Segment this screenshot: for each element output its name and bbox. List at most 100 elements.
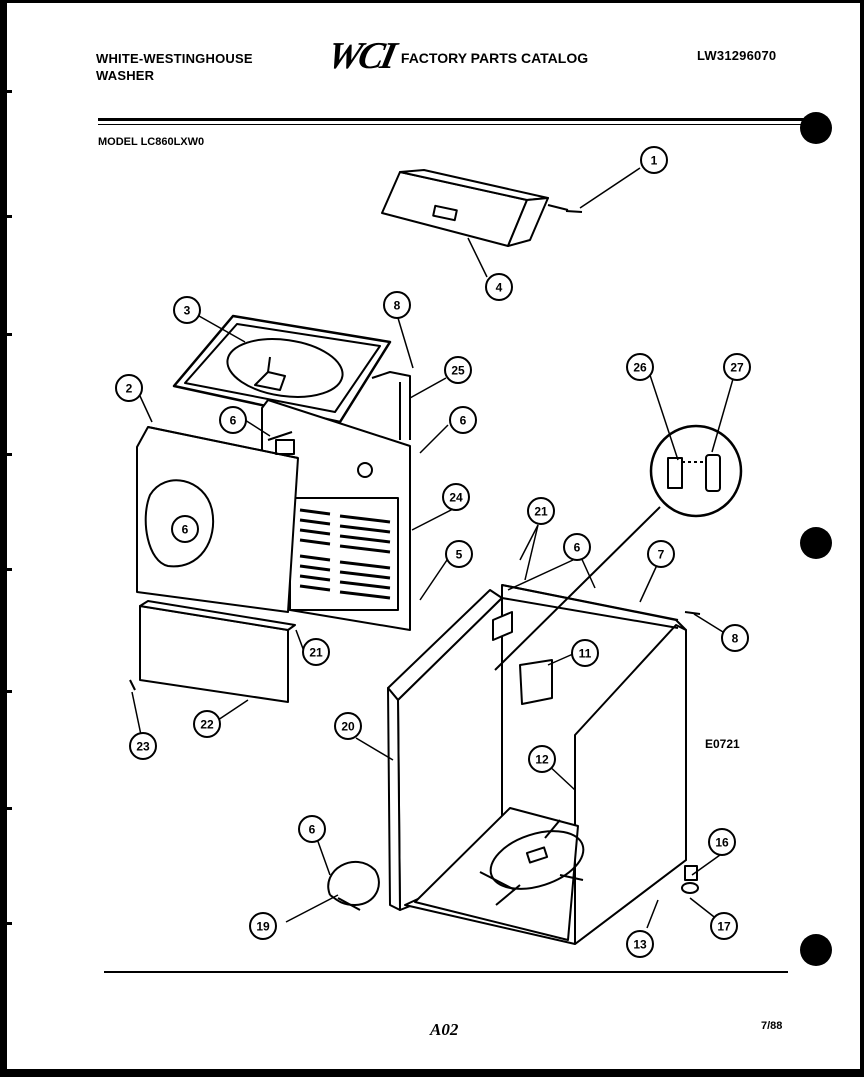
page-border-left [0, 0, 7, 1077]
callout-21: 21 [302, 638, 330, 666]
callout-circle [193, 710, 221, 738]
callout-6: 6 [449, 406, 477, 434]
callout-number: 19 [256, 920, 270, 934]
callout-circle [708, 828, 736, 856]
callout-number: 5 [456, 548, 463, 562]
callout-25: 25 [444, 356, 472, 384]
callout-16: 16 [708, 828, 736, 856]
callout-5: 5 [445, 540, 473, 568]
callout-1: 1 [640, 146, 668, 174]
callout-7: 7 [647, 540, 675, 568]
callout-number: 8 [394, 299, 401, 313]
callout-number: 11 [579, 647, 592, 661]
callout-number: 12 [535, 753, 549, 767]
callout-circle [563, 533, 591, 561]
top-panel [172, 314, 392, 424]
screw [129, 679, 136, 691]
callout-circle [302, 638, 330, 666]
edge-tick [0, 690, 12, 693]
callout-number: 6 [460, 414, 467, 428]
callout-circle [129, 732, 157, 760]
callout-23: 23 [129, 732, 157, 760]
page-number: A02 [430, 1020, 459, 1039]
callout-circle [449, 406, 477, 434]
callout-number: 16 [715, 836, 729, 850]
callout-24: 24 [442, 483, 470, 511]
cabinet [387, 584, 687, 945]
callout-number: 3 [184, 304, 191, 318]
edge-tick [0, 333, 12, 336]
callout-21: 21 [527, 497, 555, 525]
callout-12: 12 [528, 745, 556, 773]
callout-number: 22 [200, 718, 214, 732]
catalog-number: LW31296070 [697, 48, 777, 63]
page-border-right [860, 0, 864, 1077]
edge-tick [0, 215, 12, 218]
callout-6: 6 [219, 406, 247, 434]
callout-number: 6 [230, 414, 237, 428]
side-panel [136, 426, 299, 613]
callout-6: 6 [563, 533, 591, 561]
binder-hole [800, 527, 832, 559]
callout-number: 17 [717, 920, 731, 934]
binder-hole [800, 934, 832, 966]
callout-number: 1 [651, 154, 658, 168]
callout-circle [528, 745, 556, 773]
callout-13: 13 [626, 930, 654, 958]
brand-name: WHITE-WESTINGHOUSE [96, 51, 253, 66]
callout-number: 6 [309, 823, 316, 837]
product-type: WASHER [96, 68, 155, 83]
callout-number: 6 [182, 523, 189, 537]
header-rule-thin [98, 124, 808, 125]
callout-circle [334, 712, 362, 740]
edge-tick [0, 568, 12, 571]
callout-circle [444, 356, 472, 384]
callout-number: 23 [136, 740, 150, 754]
binder-hole [800, 112, 832, 144]
diagram-code: E0721 [705, 737, 740, 751]
callout-6: 6 [298, 815, 326, 843]
callout-circle [445, 540, 473, 568]
callout-number: 21 [534, 505, 548, 519]
callout-circle [527, 497, 555, 525]
callout-circle [640, 146, 668, 174]
callout-11: 11 [571, 639, 599, 667]
callout-19: 19 [249, 912, 277, 940]
callout-27: 27 [723, 353, 751, 381]
catalog-title: FACTORY PARTS CATALOG [400, 50, 589, 66]
callout-circle [721, 624, 749, 652]
callout-circle [171, 515, 199, 543]
callout-8: 8 [721, 624, 749, 652]
callout-circle [383, 291, 411, 319]
footer-rule [104, 971, 788, 973]
callout-number: 26 [633, 361, 647, 375]
page-border-bottom [0, 1069, 864, 1077]
edge-tick [0, 453, 12, 456]
lower-front-panel [139, 600, 296, 703]
callout-8: 8 [383, 291, 411, 319]
callout-circle [485, 273, 513, 301]
callout-6: 6 [171, 515, 199, 543]
callout-number: 2 [126, 382, 133, 396]
callout-2: 2 [115, 374, 143, 402]
brand-block: WHITE-WESTINGHOUSE WASHER [96, 50, 253, 84]
edge-tick [0, 90, 12, 93]
callout-number: 27 [730, 361, 744, 375]
model-label: MODEL LC860LXW0 [98, 136, 205, 148]
callout-circle [219, 406, 247, 434]
callout-number: 20 [341, 720, 355, 734]
callout-number: 4 [496, 281, 503, 295]
callout-22: 22 [193, 710, 221, 738]
bracket-part [519, 659, 553, 705]
callout-number: 13 [633, 938, 647, 952]
callout-circle [298, 815, 326, 843]
edge-tick [0, 922, 12, 925]
callout-circle [173, 296, 201, 324]
callout-circle [626, 930, 654, 958]
callout-number: 24 [449, 491, 463, 505]
rear-bracket [371, 371, 411, 440]
callout-circle [710, 912, 738, 940]
rear-panel [261, 399, 411, 631]
